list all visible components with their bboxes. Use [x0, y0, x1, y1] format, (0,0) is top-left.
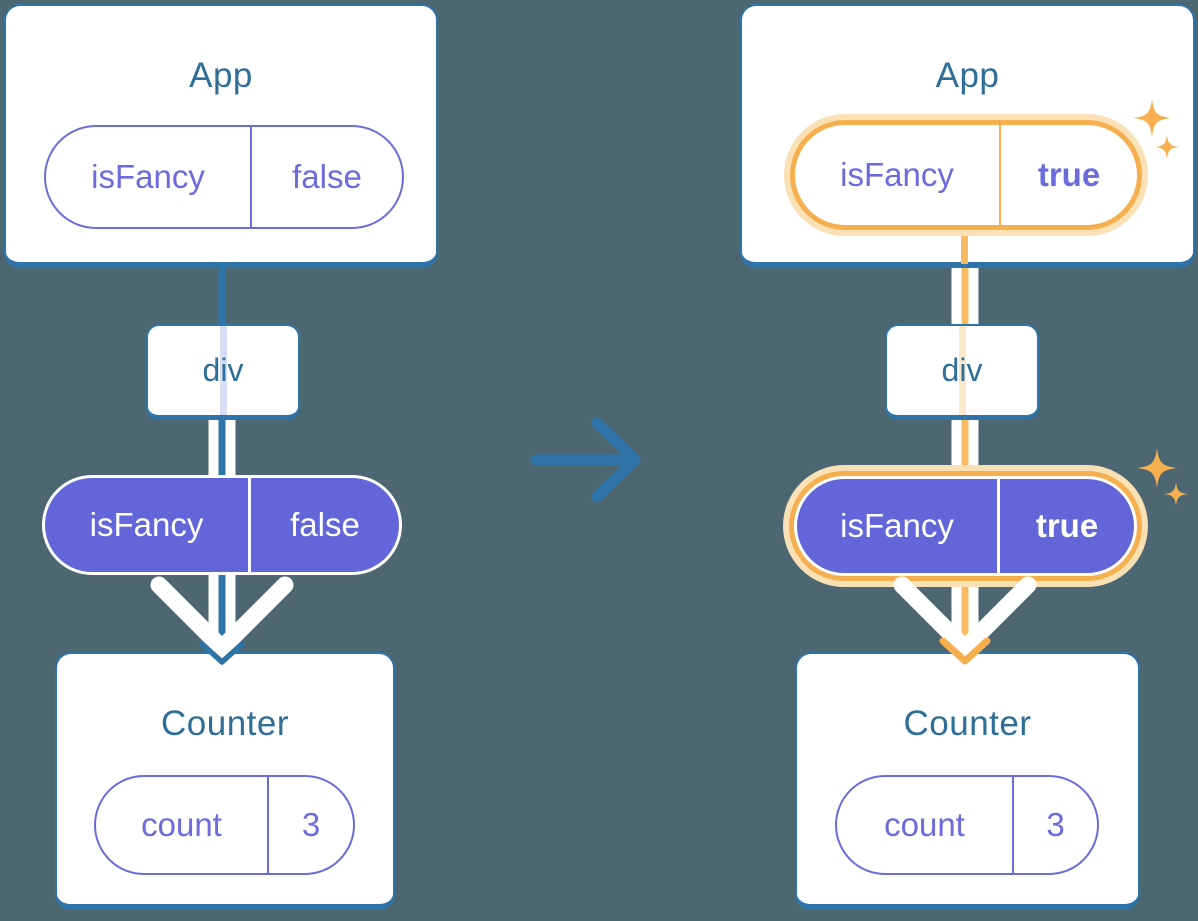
prop-name-cell: isFancy — [46, 127, 250, 227]
app-card-before: App isFancy false — [4, 4, 438, 268]
prop-name-cell: isFancy — [45, 478, 248, 572]
state-name-cell: count — [96, 777, 267, 873]
prop-value-cell: false — [250, 127, 402, 227]
prop-pipe — [951, 570, 979, 655]
prop-wire — [961, 260, 969, 330]
state-value-cell: 3 — [1012, 777, 1097, 873]
prop-wire — [961, 570, 969, 650]
counter-card-before: Counter count 3 — [55, 652, 395, 910]
prop-wire — [218, 570, 226, 650]
prop-value: true — [1037, 156, 1101, 193]
prop-name: isFancy — [840, 156, 954, 193]
prop-name-cell: isFancy — [795, 125, 999, 225]
state-name-cell: count — [837, 777, 1012, 873]
prop-pill-passed-before: isFancy false — [42, 475, 402, 575]
prop-wire-faded — [219, 326, 227, 415]
sparkle-icon — [1137, 448, 1177, 488]
prop-name: isFancy — [840, 507, 954, 544]
component-title: Counter — [160, 704, 290, 743]
div-label: div — [202, 352, 244, 388]
app-card-after: App isFancy true — [740, 4, 1195, 268]
prop-pipe — [951, 260, 979, 330]
prop-value: true — [1035, 507, 1099, 544]
prop-wire-faded — [958, 326, 966, 415]
prop-name: isFancy — [89, 506, 204, 543]
pass-down-chevron-icon — [893, 576, 1037, 657]
prop-value: false — [290, 506, 360, 543]
pass-down-chevron-icon — [150, 576, 294, 657]
prop-pill-isfancy-updated: isFancy true — [790, 120, 1142, 230]
div-label: div — [941, 352, 983, 388]
sparkle-icon — [1164, 482, 1188, 506]
prop-value-cell: false — [248, 478, 399, 572]
component-title: Counter — [903, 704, 1032, 743]
prop-pipe — [208, 570, 236, 655]
state-name: count — [884, 806, 965, 843]
counter-card-after: Counter count 3 — [795, 652, 1140, 910]
prop-wire — [960, 224, 968, 264]
div-node-before: div — [146, 324, 300, 420]
state-name: count — [141, 806, 222, 843]
prop-value-cell: true — [997, 479, 1134, 573]
component-title: App — [189, 56, 253, 95]
state-pill-count: count 3 — [835, 775, 1099, 875]
state-pill-count: count 3 — [94, 775, 355, 875]
div-node-after: div — [885, 324, 1039, 420]
transition-arrow-icon — [530, 417, 641, 503]
prop-pill-isfancy: isFancy false — [44, 125, 404, 229]
prop-value: false — [292, 158, 362, 195]
prop-name-cell: isFancy — [797, 479, 997, 573]
prop-value-cell: true — [999, 125, 1137, 225]
state-value: 3 — [301, 806, 321, 843]
component-title: App — [935, 56, 1000, 95]
prop-name: isFancy — [91, 158, 205, 195]
state-value: 3 — [1046, 806, 1065, 843]
state-value-cell: 3 — [267, 777, 353, 873]
prop-pill-passed-after: isFancy true — [794, 476, 1137, 576]
